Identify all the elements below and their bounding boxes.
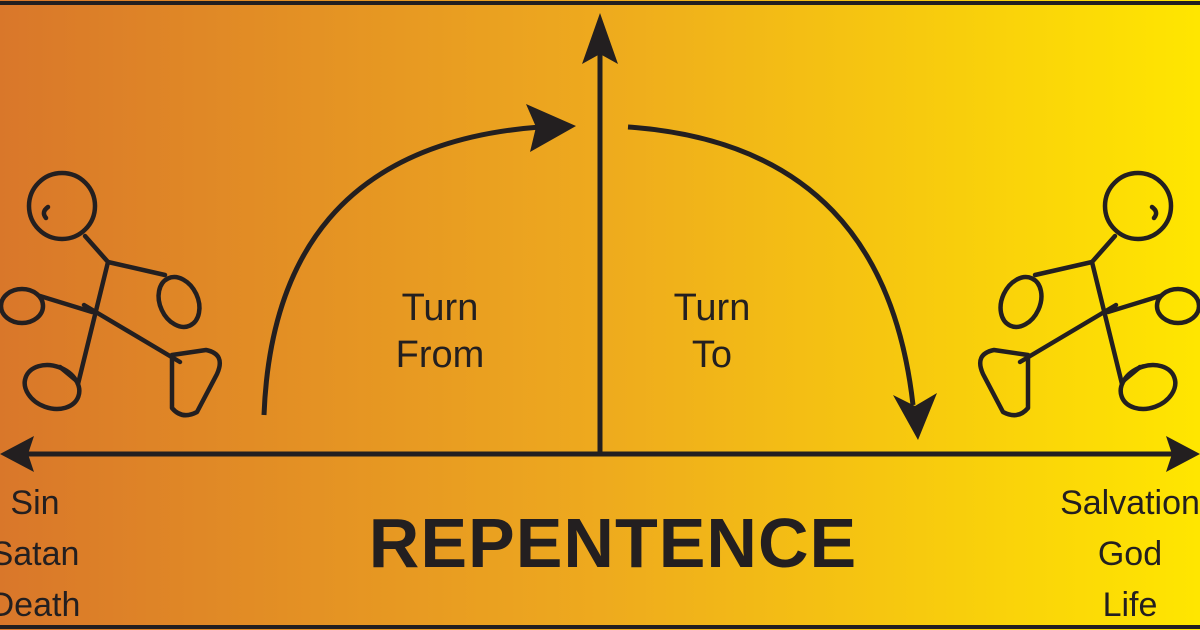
vertical-arrow bbox=[582, 13, 618, 454]
left-outcomes-list: Sin Satan Death bbox=[0, 478, 110, 630]
turn-to-arrow bbox=[627, 124, 937, 440]
right-outcomes-list: Salvation God Life bbox=[1050, 478, 1200, 630]
turn-from-label: Turn From bbox=[370, 285, 510, 379]
turn-to-line-1: Turn bbox=[673, 287, 751, 329]
left-outcome-sin: Sin bbox=[10, 484, 60, 522]
left-outcome-satan: Satan bbox=[0, 535, 80, 573]
right-outcome-life: Life bbox=[1102, 586, 1158, 624]
right-outcome-god: God bbox=[1097, 535, 1163, 573]
turn-from-line-2: From bbox=[395, 334, 485, 376]
diagram-title: REPENTENCE bbox=[368, 504, 858, 582]
turn-to-label: Turn To bbox=[642, 285, 782, 379]
stick-figure-walking-right-icon bbox=[978, 170, 1200, 418]
stick-figure-walking-left-icon bbox=[0, 170, 222, 418]
turn-to-line-2: To bbox=[691, 334, 733, 376]
turn-from-arrow bbox=[261, 104, 576, 416]
turn-from-line-1: Turn bbox=[401, 287, 479, 329]
left-outcome-death: Death bbox=[0, 586, 81, 624]
right-outcome-salvation: Salvation bbox=[1060, 484, 1200, 522]
